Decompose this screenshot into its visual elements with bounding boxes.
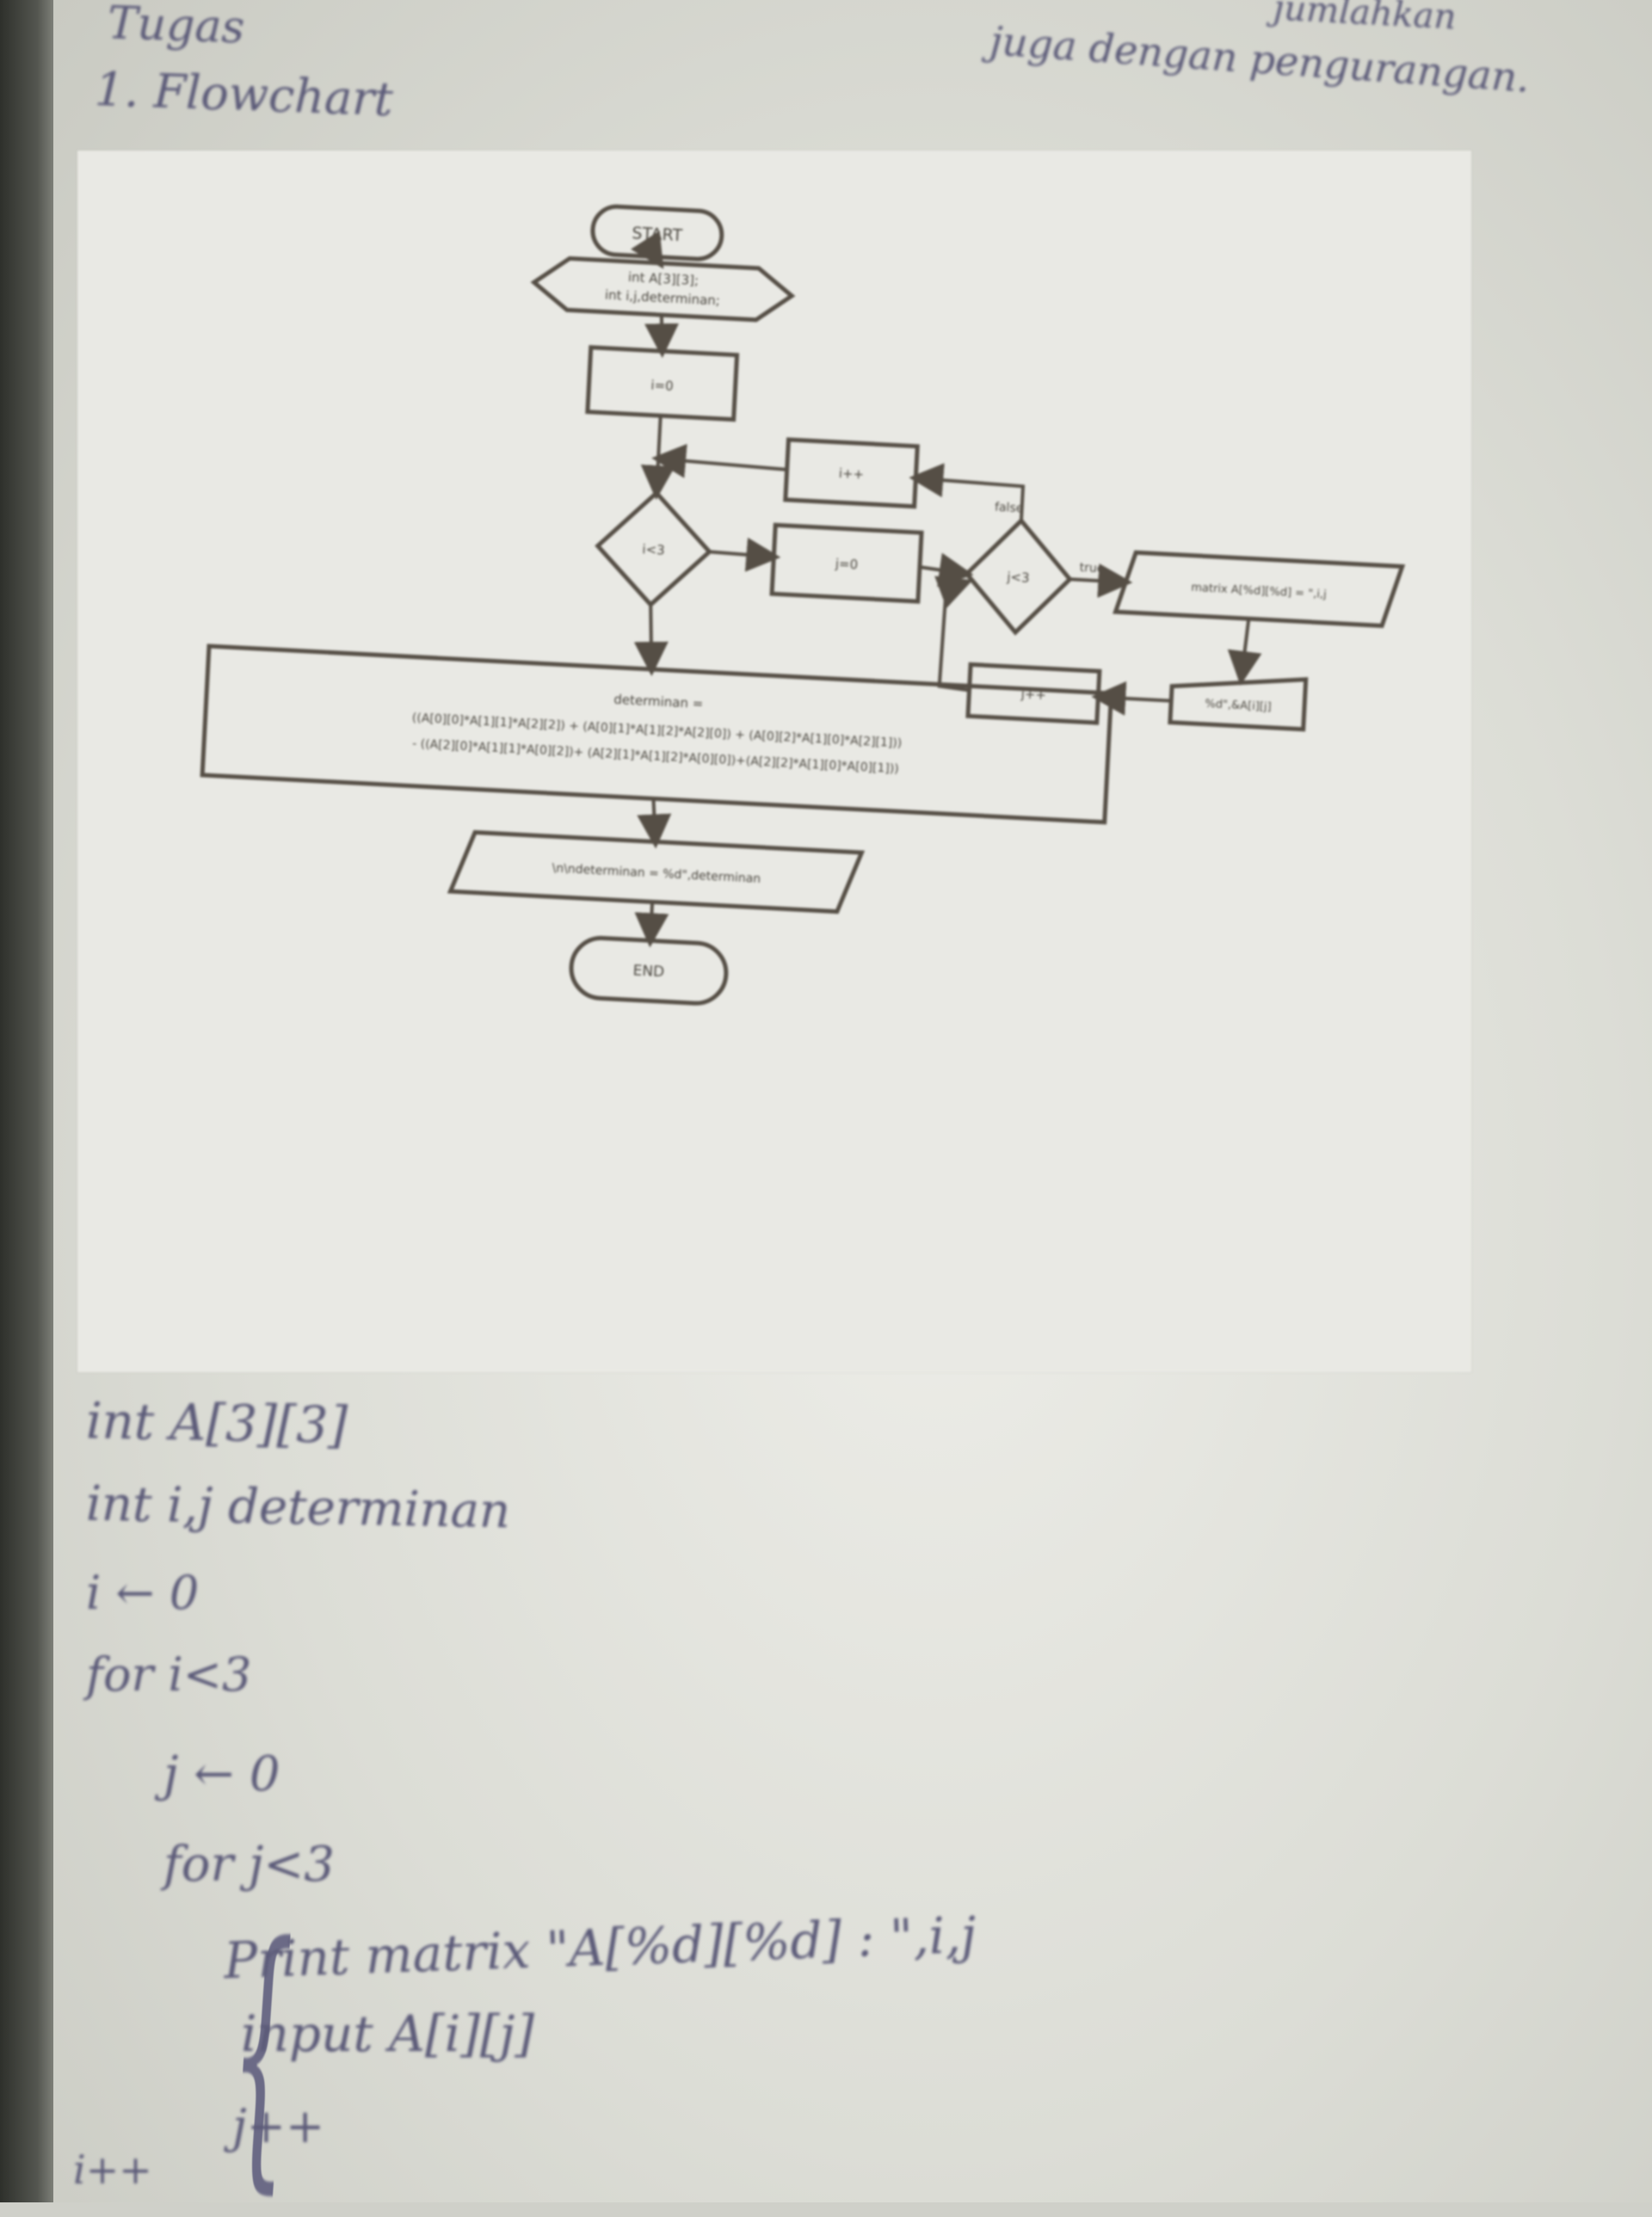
arrow-declare-init	[644, 314, 680, 359]
arrow-cond-j-false	[909, 463, 1026, 521]
flowchart-printout: START int A[3][3]; int i,j,determinan; i…	[77, 151, 1471, 1372]
init-j-label: j=0	[834, 556, 858, 572]
start-label: START	[632, 224, 683, 245]
arrow-inc-i-loop	[651, 443, 787, 478]
false-label: false	[995, 501, 1024, 516]
arrow-init-cond-i	[640, 416, 675, 500]
cond-j-label: j<3	[1006, 569, 1030, 585]
declare-line-1: int A[3][3];	[628, 269, 700, 288]
output-label: \n\ndeterminan = %d",determinan	[552, 861, 761, 886]
init-i-label: i=0	[650, 378, 674, 394]
arrow-cond-i-det	[633, 604, 669, 676]
arrow-det-output	[637, 798, 672, 849]
flowchart-diagram: START int A[3][3]; int i,j,determinan; i…	[200, 204, 1406, 1006]
code-line-3: i ← 0	[86, 1566, 200, 1620]
header-tugas: Tugas	[107, 0, 246, 54]
arrow-init-j-cond-j	[919, 552, 974, 588]
cond-i-label: i<3	[642, 541, 665, 557]
code-line-5: j ← 0	[163, 1746, 280, 1802]
output-io	[447, 829, 866, 915]
arrow-start-declare	[630, 231, 664, 269]
print-matrix-label: matrix A[%d][%d] = ",i,j	[1191, 582, 1327, 601]
header-flowchart: 1. Flowchart	[94, 61, 394, 127]
true-label: true	[1079, 561, 1105, 576]
code-line-8: input A[i][j]	[241, 2005, 535, 2063]
notebook-spine	[0, 0, 53, 2202]
arrow-cond-j-true	[1069, 563, 1133, 598]
code-line-6: for j<3	[163, 1837, 335, 1893]
cond-j-decision	[964, 517, 1073, 636]
code-line-9: j++	[232, 2099, 325, 2153]
arrow-print-input	[1227, 618, 1262, 686]
arrow-output-end	[634, 902, 669, 948]
code-line-1: int A[3][3]	[85, 1391, 348, 1455]
arrow-cond-i-init-j	[709, 537, 781, 572]
arrow-input-inc-j	[1091, 680, 1172, 716]
inc-i-label: i++	[838, 465, 864, 483]
code-line-4: for i<3	[86, 1647, 252, 1702]
input-matrix-label: %d",&A[i][j]	[1205, 698, 1272, 714]
code-brace: {	[231, 1887, 294, 2217]
code-line-2: int i,j determinan	[85, 1475, 511, 1540]
arrow-inc-j-loop	[934, 576, 973, 693]
code-line-10: i++	[73, 2146, 152, 2193]
declaration-hexagon	[530, 256, 796, 323]
det-title: determinan =	[613, 692, 704, 711]
declare-line-2: int i,j,determinan;	[605, 287, 721, 309]
end-label: END	[632, 962, 665, 981]
